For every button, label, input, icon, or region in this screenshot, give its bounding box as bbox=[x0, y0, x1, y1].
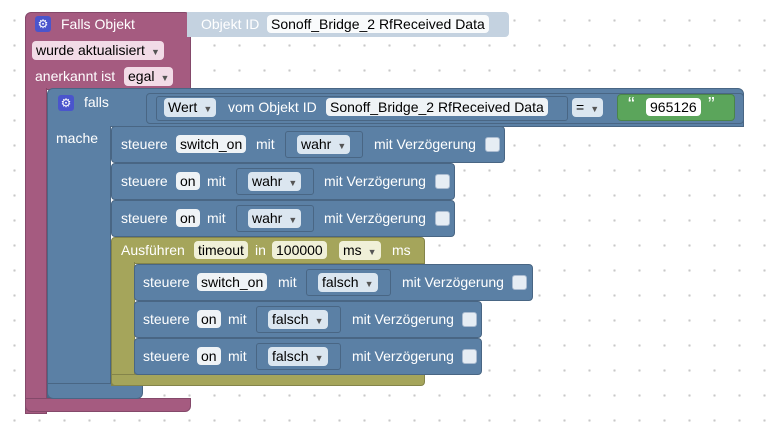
delay-label: mit Verzögerung bbox=[402, 274, 504, 290]
delay-checkbox[interactable] bbox=[435, 211, 450, 226]
dropdown-arrow-icon: ▼ bbox=[314, 316, 324, 326]
if-block-bottom bbox=[47, 383, 143, 399]
delay-checkbox[interactable] bbox=[462, 349, 477, 364]
steuere-label: steuere bbox=[121, 210, 168, 226]
value-slot bbox=[306, 269, 391, 296]
delay-checkbox[interactable] bbox=[485, 137, 500, 152]
dropdown-arrow-icon: ▼ bbox=[288, 178, 298, 188]
delay-label: mit Verzögerung bbox=[374, 136, 476, 152]
control-value-dropdown[interactable]: falsch▼ bbox=[318, 273, 378, 292]
control-value-dropdown[interactable]: wahr▼ bbox=[248, 172, 302, 191]
quote-close: ” bbox=[708, 94, 715, 116]
ack-dropdown[interactable]: egal▼ bbox=[124, 67, 174, 86]
timeout-block-side bbox=[111, 262, 135, 386]
trigger-block-bottom bbox=[25, 398, 191, 412]
mit-label: mit bbox=[207, 173, 226, 189]
control-target-field[interactable]: on bbox=[197, 310, 221, 328]
timeout-in-label: in bbox=[255, 242, 266, 258]
delay-label: mit Verzögerung bbox=[324, 173, 426, 189]
do-label: mache bbox=[56, 130, 99, 146]
dropdown-arrow-icon: ▼ bbox=[314, 353, 324, 363]
mit-label: mit bbox=[256, 136, 275, 152]
value-slot bbox=[285, 131, 363, 158]
updated-dropdown[interactable]: wurde aktualisiert▼ bbox=[32, 41, 164, 60]
value-dropdown[interactable]: Wert▼ bbox=[164, 98, 217, 117]
object-id-field[interactable]: Sonoff_Bridge_2 RfReceived Data bbox=[267, 15, 489, 33]
delay-checkbox[interactable] bbox=[462, 312, 477, 327]
control-target-field[interactable]: switch_on bbox=[197, 273, 268, 291]
control-value-dropdown[interactable]: falsch▼ bbox=[268, 347, 328, 366]
dropdown-arrow-icon: ▼ bbox=[367, 247, 377, 257]
compare-object-field[interactable]: Sonoff_Bridge_2 RfReceived Data bbox=[326, 98, 548, 116]
timeout-block-bottom bbox=[111, 374, 425, 386]
delay-label: mit Verzögerung bbox=[352, 311, 454, 327]
gear-icon[interactable]: ⚙ bbox=[58, 95, 74, 111]
delay-checkbox[interactable] bbox=[512, 275, 527, 290]
operator-dropdown[interactable]: =▼ bbox=[572, 98, 604, 117]
mit-label: mit bbox=[228, 311, 247, 327]
dropdown-arrow-icon: ▼ bbox=[160, 73, 170, 83]
mit-label: mit bbox=[207, 210, 226, 226]
object-id-label: Objekt ID bbox=[201, 16, 260, 32]
value-slot bbox=[236, 205, 314, 232]
trigger-title: Falls Objekt bbox=[61, 16, 135, 32]
quote-open: “ bbox=[628, 94, 635, 116]
ack-label: anerkannt ist bbox=[35, 68, 116, 84]
dropdown-arrow-icon: ▼ bbox=[150, 47, 160, 57]
string-value-field[interactable]: 965126 bbox=[646, 98, 701, 116]
value-slot bbox=[256, 343, 341, 370]
steuere-label: steuere bbox=[143, 348, 190, 364]
steuere-label: steuere bbox=[121, 173, 168, 189]
timeout-unit-dropdown[interactable]: ms▼ bbox=[339, 241, 381, 260]
dropdown-arrow-icon: ▼ bbox=[590, 104, 600, 114]
control-target-field[interactable]: on bbox=[176, 209, 200, 227]
dropdown-arrow-icon: ▼ bbox=[288, 215, 298, 225]
delay-checkbox[interactable] bbox=[435, 174, 450, 189]
control-block[interactable] bbox=[134, 301, 482, 338]
value-slot bbox=[236, 168, 314, 195]
steuere-label: steuere bbox=[121, 136, 168, 152]
dropdown-arrow-icon: ▼ bbox=[364, 279, 374, 289]
timeout-value-field[interactable]: 100000 bbox=[272, 241, 327, 259]
dropdown-arrow-icon: ▼ bbox=[203, 104, 213, 114]
mit-label: mit bbox=[278, 274, 297, 290]
control-value-dropdown[interactable]: wahr▼ bbox=[248, 209, 302, 228]
delay-label: mit Verzögerung bbox=[352, 348, 454, 364]
delay-label: mit Verzögerung bbox=[324, 210, 426, 226]
if-label: falls bbox=[84, 94, 109, 110]
control-target-field[interactable]: switch_on bbox=[176, 135, 247, 153]
value-slot bbox=[156, 96, 568, 121]
trigger-block-side bbox=[25, 88, 47, 414]
steuere-label: steuere bbox=[143, 311, 190, 327]
control-value-dropdown[interactable]: falsch▼ bbox=[268, 310, 328, 329]
mit-label: mit bbox=[228, 348, 247, 364]
control-target-field[interactable]: on bbox=[176, 172, 200, 190]
if-block-side bbox=[47, 126, 111, 398]
control-value-dropdown[interactable]: wahr▼ bbox=[297, 135, 351, 154]
timeout-name-field[interactable]: timeout bbox=[194, 241, 248, 259]
dropdown-arrow-icon: ▼ bbox=[337, 141, 347, 151]
timeout-label: Ausführen bbox=[121, 242, 185, 258]
from-object-label: vom Objekt ID bbox=[228, 99, 317, 115]
control-target-field[interactable]: on bbox=[197, 347, 221, 365]
control-block[interactable] bbox=[111, 163, 455, 200]
timeout-unit-label: ms bbox=[392, 242, 411, 258]
gear-icon[interactable]: ⚙ bbox=[35, 16, 51, 32]
value-slot bbox=[256, 306, 341, 333]
steuere-label: steuere bbox=[143, 274, 190, 290]
